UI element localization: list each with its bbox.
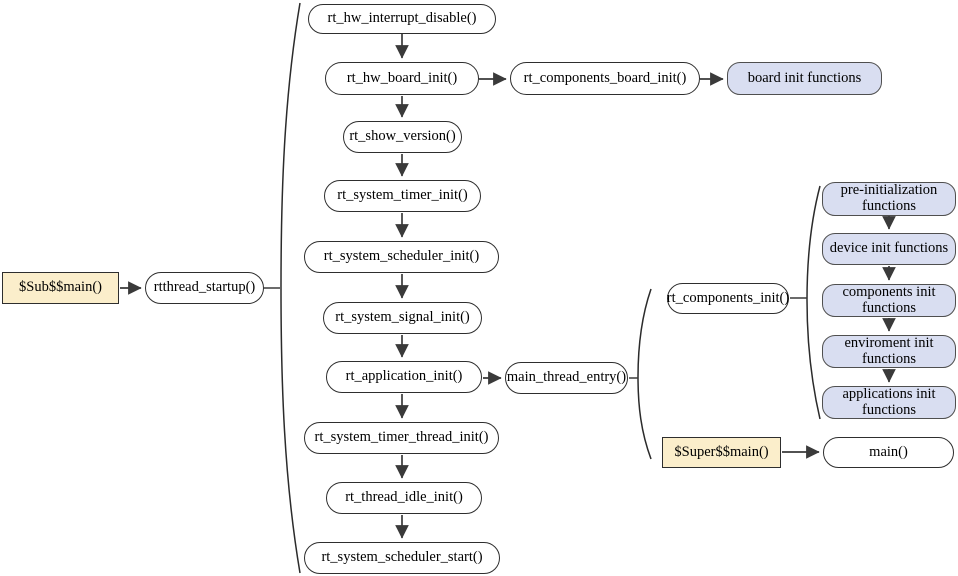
node-rtthread-startup: rtthread_startup() <box>145 272 264 304</box>
brace-rt-components-init <box>806 185 821 420</box>
node-components-init-functions: components init functions <box>822 284 956 317</box>
node-board-init-functions: board init functions <box>727 62 882 95</box>
node-rt-components-board-init: rt_components_board_init() <box>510 62 700 95</box>
brace-main-thread-entry <box>637 288 652 460</box>
node-enviroment-init-functions: enviroment init functions <box>822 335 956 368</box>
node-main: main() <box>823 437 954 468</box>
node-main-thread-entry: main_thread_entry() <box>505 362 628 394</box>
brace-rtthread-startup <box>280 2 301 574</box>
node-rt-hw-board-init: rt_hw_board_init() <box>325 62 479 95</box>
node-rt-thread-idle-init: rt_thread_idle_init() <box>326 482 482 514</box>
node-rt-system-signal-init: rt_system_signal_init() <box>323 302 482 334</box>
node-rt-system-timer-thread-init: rt_system_timer_thread_init() <box>304 422 499 454</box>
node-rt-hw-interrupt-disable: rt_hw_interrupt_disable() <box>308 4 496 34</box>
node-super-main: $Super$$main() <box>662 437 781 468</box>
node-rt-application-init: rt_application_init() <box>326 361 482 393</box>
node-sub-main: $Sub$$main() <box>2 272 119 304</box>
node-applications-init-functions: applications init functions <box>822 386 956 419</box>
node-rt-components-init: rt_components_init() <box>667 283 789 314</box>
node-rt-show-version: rt_show_version() <box>343 121 462 153</box>
node-device-init-functions: device init functions <box>822 233 956 265</box>
node-rt-system-timer-init: rt_system_timer_init() <box>324 180 481 212</box>
node-rt-system-scheduler-start: rt_system_scheduler_start() <box>304 542 500 574</box>
node-pre-initialization-functions: pre-initialization functions <box>822 182 956 216</box>
node-rt-system-scheduler-init: rt_system_scheduler_init() <box>304 241 499 273</box>
